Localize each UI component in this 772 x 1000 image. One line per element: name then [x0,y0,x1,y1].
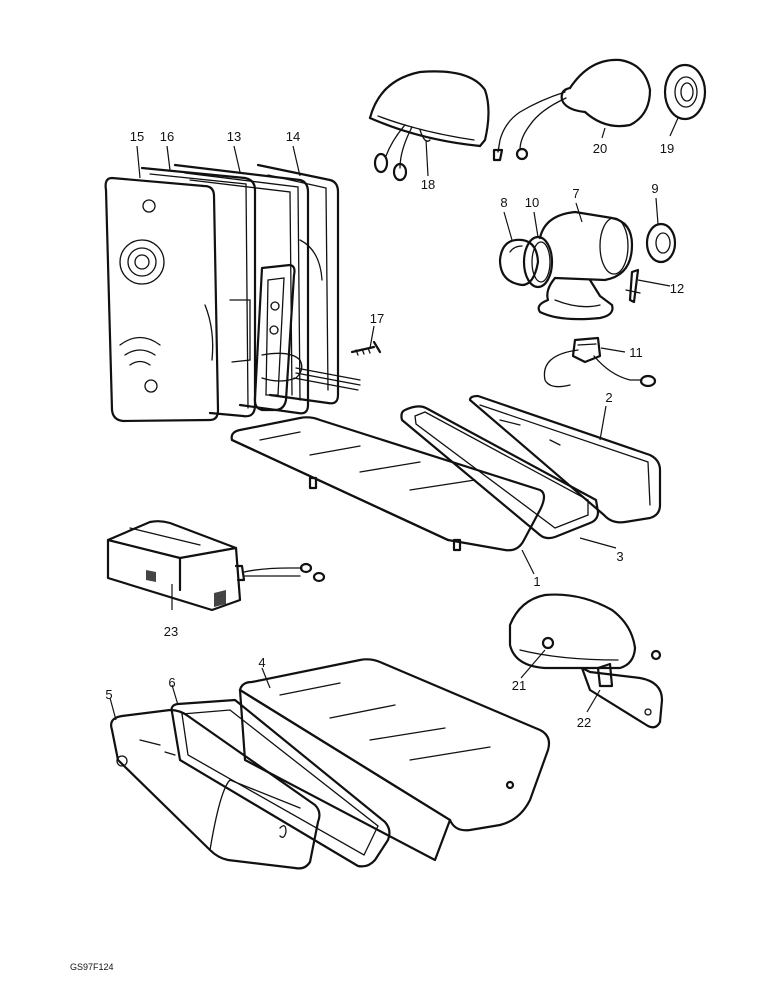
lamp-lens-8 [498,238,540,287]
bulb-holder-20 [492,58,652,162]
callout-13: 13 [227,129,241,144]
callout-15: 15 [130,129,144,144]
callout-6: 6 [168,675,175,690]
screw-12 [625,268,641,304]
rear-lamp-seal-16 [140,166,257,418]
callout-22: 22 [577,715,591,730]
callout-4: 4 [258,655,265,670]
plate-lamp-bracket-22 [580,649,664,729]
callout-2: 2 [605,390,612,405]
callout-3: 3 [616,549,623,564]
callout-23: 23 [164,624,178,639]
marker-lamp-23 [106,520,326,612]
callout-21: 21 [512,678,526,693]
callout-17: 17 [370,311,384,326]
leader-lines [109,117,679,721]
callout-14: 14 [286,129,300,144]
grommet-19 [663,63,707,121]
callout-18: 18 [421,177,435,192]
callout-7: 7 [572,186,579,201]
tail-lamp-gasket-6 [170,698,391,868]
callout-11: 11 [629,345,643,360]
rear-lamp-lens-15 [104,176,220,423]
callout-9: 9 [651,181,658,196]
plate-lamp-21 [508,593,637,670]
callout-5: 5 [105,687,112,702]
side-lamp-housing-1 [230,416,546,552]
callout-20: 20 [593,141,607,156]
tail-lamp-lens-5 [110,708,321,870]
screw-17 [350,340,382,356]
callout-8: 8 [500,195,507,210]
side-lamp-gasket-3 [400,405,600,540]
drawing-code: GS97F124 [70,962,114,972]
bulb-socket-11 [543,336,657,388]
cap-9 [645,222,677,264]
side-lamp-lens-2 [468,394,662,524]
tractor-lamp-7 [537,210,634,321]
callout-1: 1 [533,574,540,589]
interior-lamp-18 [368,70,490,182]
callout-10: 10 [525,195,539,210]
rear-lamp-bulb-holder [204,263,361,412]
tail-lamp-housing-4 [238,658,551,862]
callout-labels: 15 16 13 14 17 18 20 19 8 10 7 9 12 11 2… [105,129,684,730]
callout-12: 12 [670,281,684,296]
callout-16: 16 [160,129,174,144]
callout-19: 19 [660,141,674,156]
